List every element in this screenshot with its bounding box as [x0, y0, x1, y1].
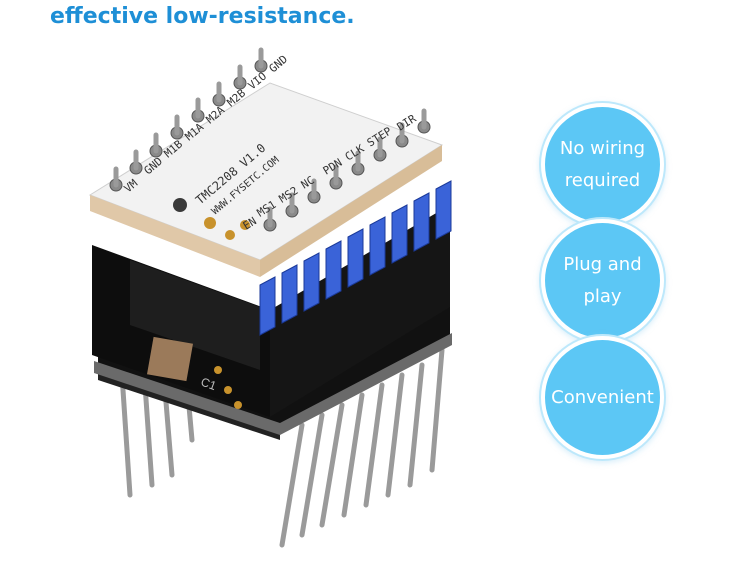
left-header-pins	[109, 59, 268, 192]
pin-label-gnd-top: GND	[267, 53, 291, 76]
stepper-driver-image: C1	[88, 47, 452, 548]
pin-label-en: EN	[241, 214, 259, 232]
pin-label-nc: NC	[299, 173, 317, 191]
feature-text-line1: Plug and	[563, 253, 642, 275]
feature-text-line1: Convenient	[551, 386, 654, 408]
capacitor-component	[147, 336, 193, 382]
feature-text-line1: No wiring	[559, 137, 646, 159]
feature-badge-no-wiring: No wiring required	[545, 107, 660, 222]
feature-badge-plug-and-play: Plug and play	[545, 223, 660, 338]
feature-text-line2: required	[564, 169, 641, 191]
bottom-pins	[119, 347, 445, 548]
component-label: C1	[199, 375, 219, 394]
headline-text: effective low-resistance.	[50, 4, 355, 29]
feature-badge-convenient: Convenient	[545, 340, 660, 455]
feature-text-line2: play	[583, 285, 622, 307]
